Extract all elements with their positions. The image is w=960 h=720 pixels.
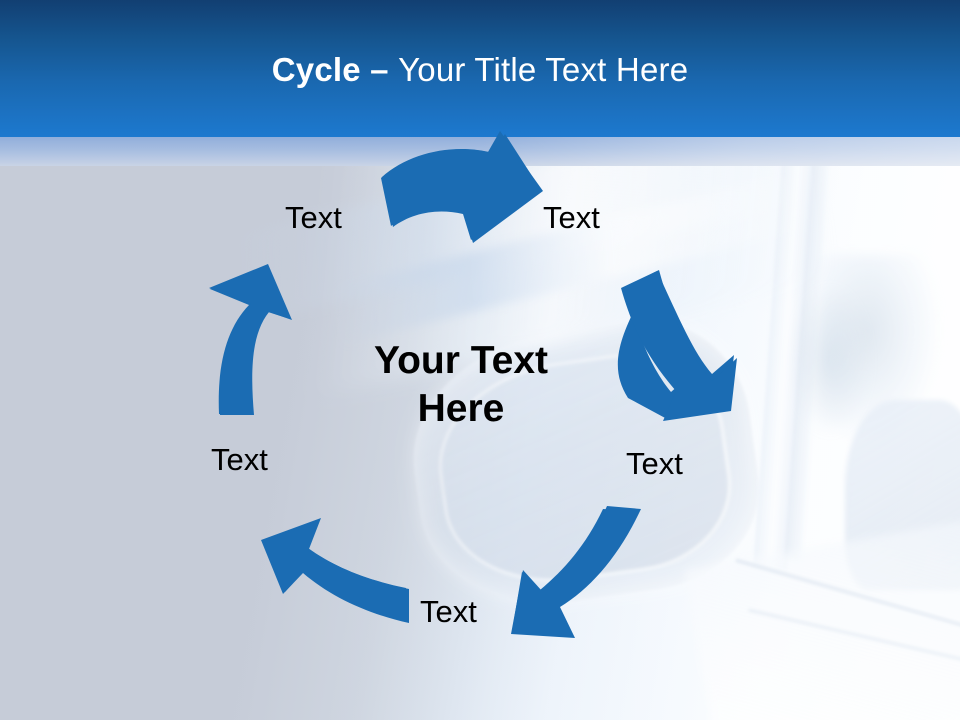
header-accent-band-glow [480, 137, 960, 166]
slide-header-bar [0, 0, 960, 137]
cycle-center-text: Your Text Here [330, 337, 592, 433]
page-title-regular: Your Title Text Here [398, 51, 689, 88]
cycle-label-right: Text [626, 446, 683, 481]
cycle-center-text-line1: Your Text [373, 339, 549, 382]
cycle-label-top-right: Text [543, 200, 600, 235]
cycle-label-bottom: Text [420, 594, 477, 629]
cycle-label-left: Text [211, 442, 268, 477]
cycle-center-text-line2: Here [417, 387, 505, 430]
cycle-label-top-left: Text [285, 200, 342, 235]
page-title-bold: Cycle – [271, 51, 399, 88]
page-title: Cycle – Your Title Text Here [0, 50, 960, 90]
